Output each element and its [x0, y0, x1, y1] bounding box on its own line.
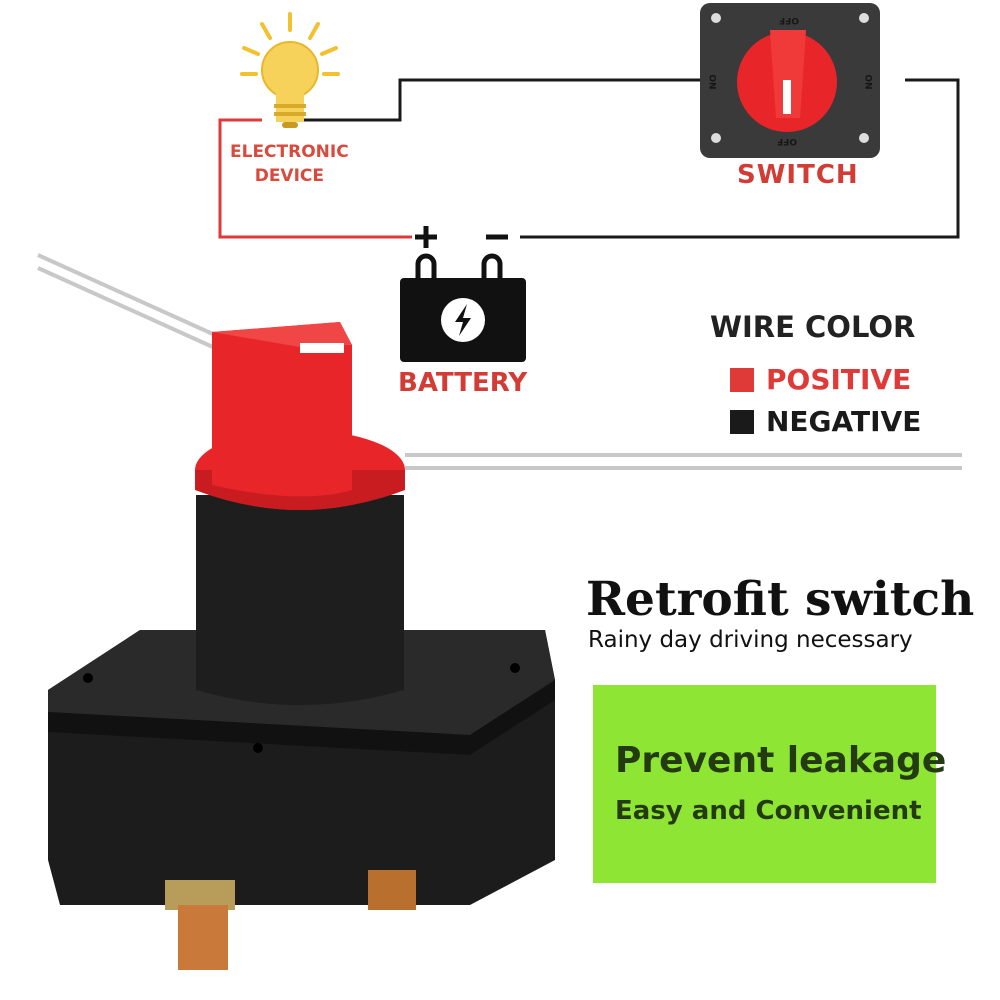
negative-wire-return — [520, 78, 960, 239]
feature-subtitle: Easy and Convenient — [615, 796, 922, 826]
electronic-device-label: ELECTRONIC DEVICE — [230, 140, 349, 188]
battery-icon — [400, 253, 526, 362]
positive-wire — [218, 118, 412, 239]
switch-marking-on-left: ON — [706, 74, 717, 90]
plus-icon — [415, 226, 437, 248]
switch-marking-off-top: OFF — [779, 15, 799, 25]
legend-item-positive: POSITIVE — [730, 363, 911, 396]
light-bulb-icon — [240, 12, 340, 128]
subheadline: Rainy day driving necessary — [588, 627, 913, 653]
headline: Retrofit switch — [586, 572, 975, 627]
device-label-line2: DEVICE — [254, 166, 324, 186]
negative-swatch — [730, 409, 754, 434]
device-label-line1: ELECTRONIC — [230, 142, 349, 162]
negative-wire-top — [300, 78, 700, 122]
legend-label: POSITIVE — [766, 363, 912, 396]
switch-icon — [700, 3, 880, 158]
feature-title: Prevent leakage — [615, 740, 947, 781]
switch-marking-off-bottom: OFF — [777, 136, 797, 146]
legend-label: NEGATIVE — [766, 405, 922, 438]
battery-switch-product — [48, 322, 555, 970]
battery-label: BATTERY — [398, 368, 528, 398]
positive-swatch — [730, 367, 754, 392]
legend-item-negative: NEGATIVE — [730, 405, 921, 438]
wire-color-title: WIRE COLOR — [710, 310, 916, 344]
grey-cables — [37, 253, 962, 470]
switch-marking-on-right: ON — [862, 74, 873, 90]
switch-label: SWITCH — [737, 160, 859, 190]
feature-box — [593, 685, 936, 883]
